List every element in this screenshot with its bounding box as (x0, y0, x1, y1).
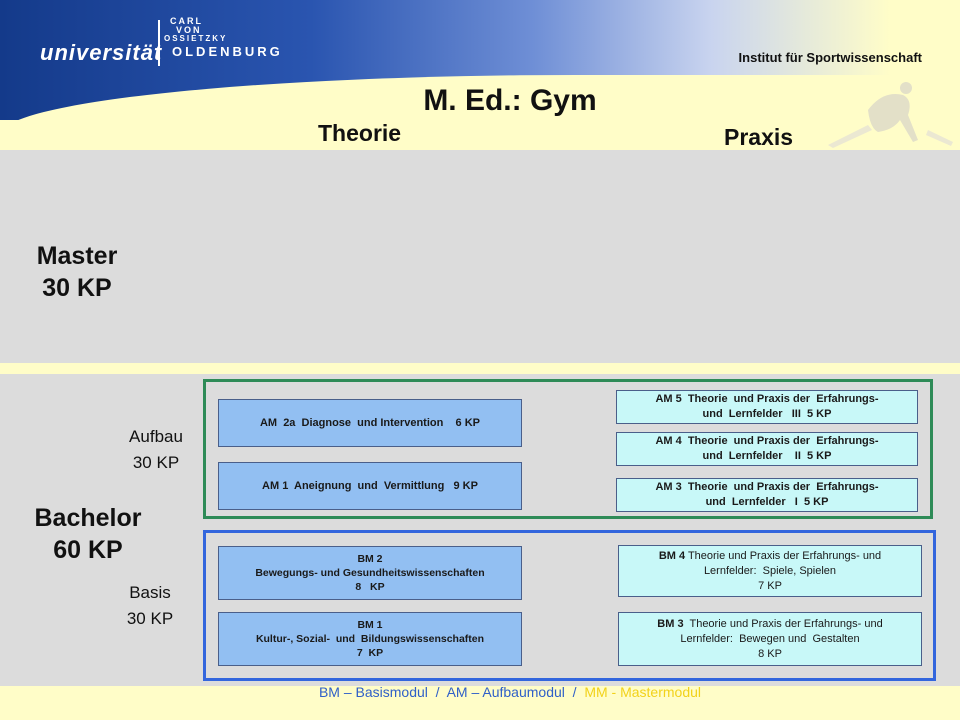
module-am4-line2: und Lernfelder II 5 KP (702, 450, 832, 462)
logo-oldenburg: OLDENBURG (172, 44, 283, 59)
legend-mm: MM - Mastermodul (584, 684, 702, 700)
module-am1[interactable]: AM 1 Aneignung und Vermittlung 9 KP (218, 462, 522, 510)
module-am2a[interactable]: AM 2a Diagnose und Intervention 6 KP (218, 399, 522, 447)
module-am1-text: AM 1 Aneignung und Vermittlung 9 KP (262, 479, 478, 492)
athlete-silhouette-image (828, 82, 953, 148)
module-bm1-line3: 7 KP (356, 647, 384, 659)
module-am4-line1: AM 4 Theorie und Praxis der Erfahrungs- (655, 435, 879, 447)
module-bm2-line1: BM 2 (357, 553, 383, 565)
module-bm4-line1: BM 4 Theorie und Praxis der Erfahrungs- … (659, 549, 881, 564)
bachelor-credits: 60 KP (53, 536, 123, 564)
master-panel (0, 150, 960, 363)
module-bm4[interactable]: BM 4 Theorie und Praxis der Erfahrungs- … (618, 545, 922, 597)
basis-label: Basis 30 KP (110, 580, 190, 632)
module-bm3-line1: BM 3 Theorie und Praxis der Erfahrungs- … (657, 617, 882, 632)
logo-universitaet: universität (40, 40, 163, 65)
aufbau-title: Aufbau (129, 427, 183, 446)
basis-credits: 30 KP (126, 609, 174, 628)
module-am5-line1: AM 5 Theorie und Praxis der Erfahrungs- (655, 393, 879, 405)
module-am3-line2: und Lernfelder I 5 KP (705, 496, 829, 508)
logo-von: VON (176, 25, 202, 35)
logo-carl: CARL (170, 16, 203, 26)
module-bm4-desc: Theorie und Praxis der Erfahrungs- und (685, 549, 882, 562)
master-label: Master 30 KP (32, 240, 122, 304)
module-bm1[interactable]: BM 1 Kultur-, Sozial- und Bildungswissen… (218, 612, 522, 666)
module-bm2[interactable]: BM 2 Bewegungs- und Gesundheitswissensch… (218, 546, 522, 600)
institute-name: Institut für Sportwissenschaft (738, 50, 922, 65)
master-credits: 30 KP (42, 274, 112, 302)
column-heading-theorie: Theorie (318, 120, 402, 146)
module-am2a-text: AM 2a Diagnose und Intervention 6 KP (259, 416, 481, 429)
module-bm3[interactable]: BM 3 Theorie und Praxis der Erfahrungs- … (618, 612, 922, 666)
module-bm3-desc: Theorie und Praxis der Erfahrungs- und (683, 617, 883, 630)
module-am3-line1: AM 3 Theorie und Praxis der Erfahrungs- (655, 481, 879, 493)
module-am5[interactable]: AM 5 Theorie und Praxis der Erfahrungs- … (616, 390, 918, 424)
module-am5-line2: und Lernfelder III 5 KP (702, 408, 832, 420)
module-bm3-line2: Lernfelder: Bewegen und Gestalten (680, 632, 860, 645)
logo-ossietzky: OSSIETZKY (164, 34, 228, 43)
module-bm1-line1: BM 1 (357, 619, 383, 631)
module-am3[interactable]: AM 3 Theorie und Praxis der Erfahrungs- … (616, 478, 918, 512)
module-bm4-line3: 7 KP (758, 579, 782, 592)
module-bm3-line3: 8 KP (758, 647, 782, 660)
bachelor-label: Bachelor 60 KP (28, 502, 148, 566)
column-heading-praxis: Praxis (724, 124, 794, 150)
module-bm4-code: BM 4 (658, 549, 686, 562)
legend-bm-am: BM – Basismodul / AM – Aufbaumodul / (318, 684, 585, 700)
basis-frame (203, 530, 936, 681)
basis-title: Basis (129, 583, 171, 602)
module-bm2-line2: Bewegungs- und Gesundheitswissenschaften (255, 567, 485, 579)
master-title: Master (36, 242, 118, 270)
module-bm1-line2: Kultur-, Sozial- und Bildungswissenschaf… (255, 633, 485, 645)
module-bm3-code: BM 3 (657, 617, 684, 630)
legend-footer: BM – Basismodul / AM – Aufbaumodul / MM … (0, 684, 960, 700)
aufbau-frame (203, 379, 933, 519)
module-bm2-line3: 8 KP (355, 581, 385, 593)
aufbau-credits: 30 KP (132, 453, 180, 472)
aufbau-label: Aufbau 30 KP (116, 424, 196, 476)
page-title: M. Ed.: Gym (423, 84, 597, 117)
module-am4[interactable]: AM 4 Theorie und Praxis der Erfahrungs- … (616, 432, 918, 466)
bachelor-title: Bachelor (34, 504, 142, 532)
university-logo: CARL VON OSSIETZKY universität OLDENBURG (40, 16, 280, 68)
module-bm4-line2: Lernfelder: Spiele, Spielen (703, 564, 837, 577)
logo-divider (158, 20, 160, 66)
